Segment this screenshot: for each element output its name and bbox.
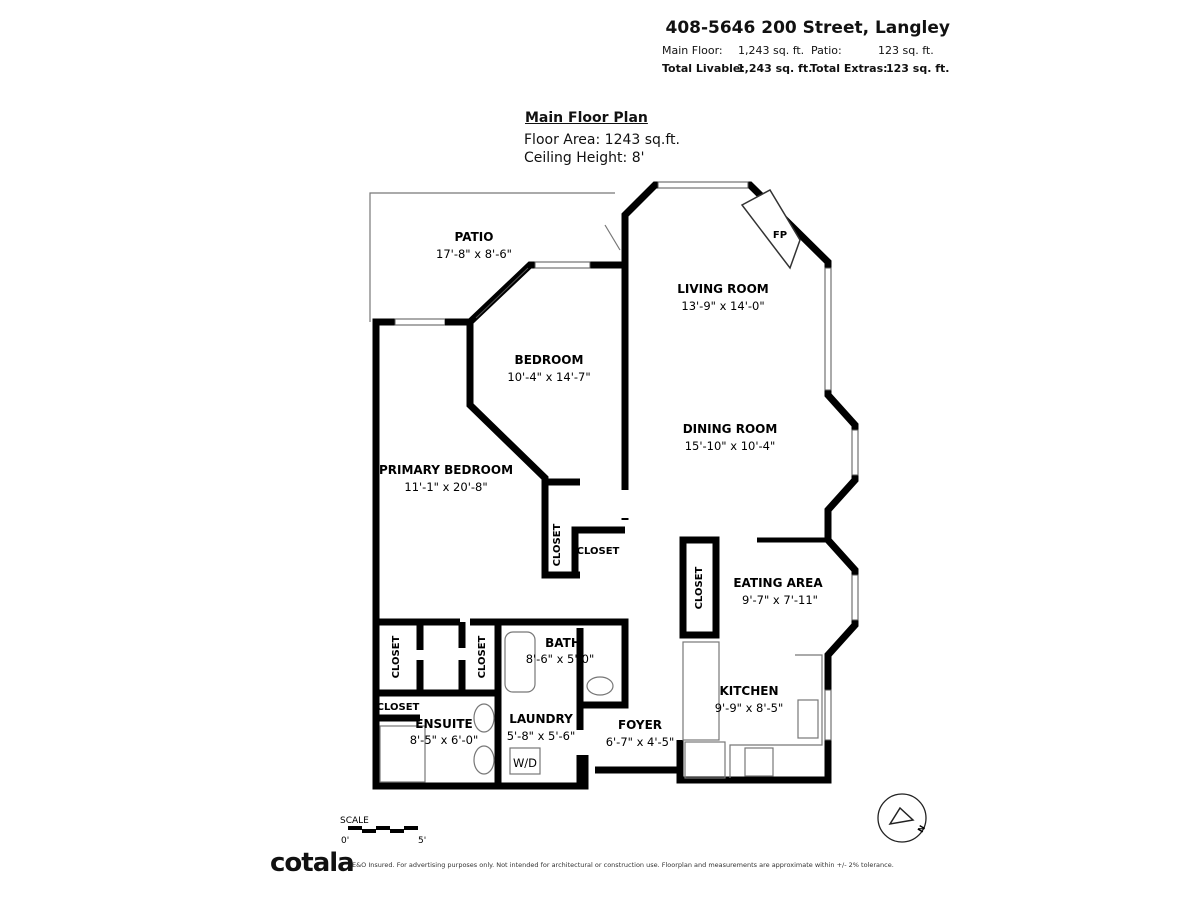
svg-text:N: N	[916, 824, 927, 834]
scale-start: 0'	[341, 836, 349, 846]
main-floor-value: 1,243 sq. ft.	[738, 44, 805, 57]
room-name-laundry: LAUNDRY	[509, 712, 573, 726]
washer-dryer-label: W/D	[513, 756, 537, 770]
window	[534, 261, 591, 269]
sink-icon	[473, 703, 495, 733]
room-dims-eating: 9'-7" x 7'-11"	[742, 593, 818, 607]
sink-icon	[586, 676, 614, 696]
sink-icon	[473, 745, 495, 775]
window	[657, 181, 749, 189]
wall-closets-lower	[416, 622, 584, 700]
room-name-eating: EATING AREA	[733, 576, 823, 590]
property-address: 408-5646 200 Street, Langley	[665, 18, 950, 38]
room-name-bath: BATH	[545, 636, 581, 650]
window	[824, 267, 832, 391]
room-dims-kitchen: 9'-9" x 8'-5"	[715, 701, 784, 715]
kitchen-counter	[729, 654, 823, 778]
closet-label: CLOSET	[477, 635, 488, 678]
window	[851, 429, 859, 476]
sink-icon	[797, 699, 819, 739]
patio-label: Patio:	[811, 44, 842, 57]
sliding-door	[394, 318, 446, 326]
wall-closet-eating	[679, 536, 720, 639]
floor-area: Floor Area: 1243 sq.ft.	[524, 132, 680, 148]
fireplace-icon	[740, 189, 801, 270]
room-name-ensuite: ENSUITE	[415, 717, 472, 731]
washer-dryer-icon	[509, 747, 541, 775]
wall-bedroom-top	[467, 261, 625, 325]
room-dims-living: 13'-9" x 14'-0"	[681, 299, 764, 313]
room-name-foyer: FOYER	[618, 718, 662, 732]
north-compass-icon: N	[877, 793, 927, 843]
room-dims-patio: 17'-8" x 8'-6"	[436, 247, 512, 261]
window	[851, 574, 859, 621]
ceiling-height: Ceiling Height: 8'	[524, 150, 645, 166]
fridge	[684, 741, 726, 779]
room-name-patio: PATIO	[455, 230, 494, 244]
bathtub-icon	[504, 631, 536, 693]
room-dims-ensuite: 8'-5" x 6'-0"	[410, 733, 479, 747]
closet-label: CLOSET	[577, 546, 620, 557]
room-dims-foyer: 6'-7" x 4'-5"	[606, 735, 675, 749]
room-dims-laundry: 5'-8" x 5'-6"	[507, 729, 576, 743]
total-extras-value: 123 sq. ft.	[886, 62, 950, 75]
stove-icon	[744, 747, 774, 777]
scale-bar	[348, 826, 418, 833]
room-dims-primary: 11'-1" x 20'-8"	[404, 480, 487, 494]
room-name-bedroom: BEDROOM	[515, 353, 584, 367]
door-swing	[604, 224, 621, 251]
closet-label: CLOSET	[694, 566, 705, 609]
room-dims-bedroom: 10'-4" x 14'-7"	[507, 370, 590, 384]
window	[824, 689, 832, 741]
scale-label: SCALE	[340, 816, 369, 826]
total-livable-label: Total Livable:	[662, 62, 745, 75]
total-extras-label: Total Extras:	[810, 62, 888, 75]
room-name-primary: PRIMARY BEDROOM	[379, 463, 513, 477]
wall-bedroom-left	[445, 318, 580, 579]
cotala-logo: cotala	[270, 848, 355, 878]
closet-label: CLOSET	[377, 702, 420, 713]
scale-end: 5'	[418, 836, 426, 846]
room-dims-dining: 15'-10" x 10'-4"	[685, 439, 776, 453]
counter	[682, 641, 720, 741]
disclaimer: E&O Insured. For advertising purposes on…	[352, 861, 894, 869]
room-name-living: LIVING ROOM	[677, 282, 769, 296]
patio-value: 123 sq. ft.	[878, 44, 934, 57]
room-dims-bath: 8'-6" x 5'-0"	[526, 652, 595, 666]
wall-exterior-left	[372, 318, 589, 790]
fireplace-label: FP	[773, 230, 787, 241]
plan-title: Main Floor Plan	[525, 110, 648, 126]
closet-label: CLOSET	[391, 635, 402, 678]
room-name-kitchen: KITCHEN	[719, 684, 778, 698]
total-livable-value: 1,243 sq. ft.	[737, 62, 813, 75]
wall-closets	[545, 478, 625, 575]
room-name-dining: DINING ROOM	[683, 422, 778, 436]
patio-outline	[369, 192, 615, 322]
main-floor-label: Main Floor:	[662, 44, 723, 57]
closet-label: CLOSET	[552, 523, 563, 566]
shower-icon	[379, 725, 426, 783]
window	[475, 267, 529, 319]
